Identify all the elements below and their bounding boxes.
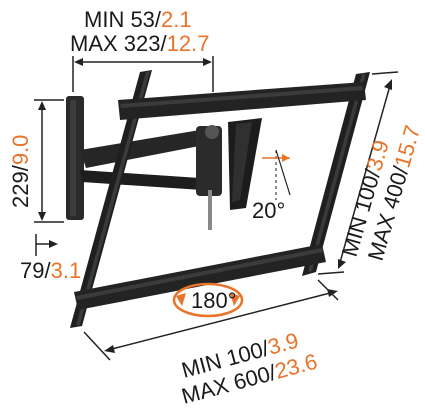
arm-max-mm: MAX 323/ xyxy=(70,31,167,56)
crossbar-top xyxy=(118,82,366,120)
plate-depth-in: 3.1 xyxy=(51,258,82,283)
swivel-label: 180° xyxy=(191,288,237,313)
wall-plate-depth-dimension: 79/3.1 xyxy=(20,234,81,283)
wall-mount-bracket xyxy=(66,70,370,328)
arm-extension-dimension: MIN 53/2.1 MAX 323/12.7 xyxy=(70,7,214,92)
plate-height-mm: 229/ xyxy=(8,164,33,208)
plate-depth-mm: 79/ xyxy=(20,258,51,283)
arm-min-in: 2.1 xyxy=(161,7,192,32)
svg-text:MAX 323/12.7: MAX 323/12.7 xyxy=(70,31,209,56)
swing-arm xyxy=(80,128,220,168)
wall-plate-height-dimension: 229/9.0 xyxy=(8,99,64,223)
swivel-indicator: 180° xyxy=(172,282,244,318)
arm-max-in: 12.7 xyxy=(167,31,210,56)
tilt-label: 20° xyxy=(252,198,285,223)
plate-height-in: 9.0 xyxy=(8,135,33,166)
svg-text:MIN 53/2.1: MIN 53/2.1 xyxy=(84,7,192,32)
vesa-v-max-in: 15.7 xyxy=(389,122,425,170)
svg-text:229/9.0: 229/9.0 xyxy=(8,135,33,208)
tilt-indicator: 20° xyxy=(252,149,291,223)
arm-min-mm: MIN 53/ xyxy=(84,7,162,32)
svg-text:79/3.1: 79/3.1 xyxy=(20,258,81,283)
